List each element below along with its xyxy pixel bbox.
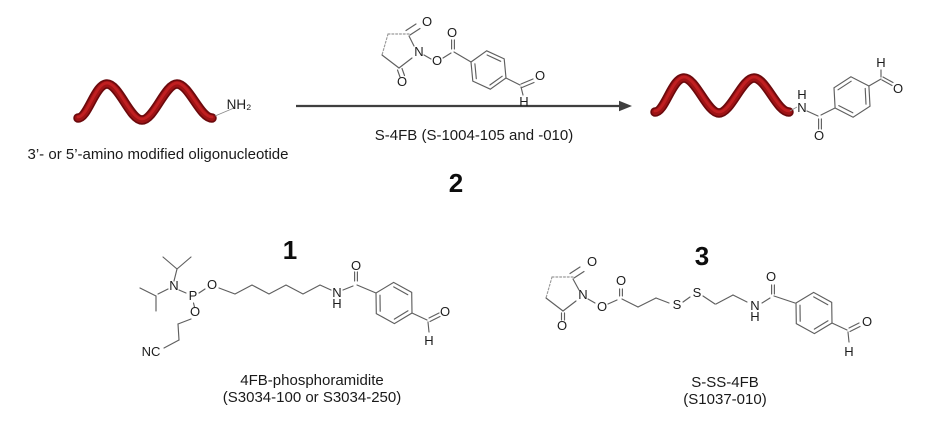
product-carbonyl-oxygen-label: O (814, 128, 824, 143)
product-aldehyde-oxygen-label: O (893, 81, 903, 96)
product-amide-nitrogen-label: N (797, 100, 806, 115)
c3-imide-bottom-oxygen-label: O (557, 318, 567, 333)
compound-3-catalog: (S1037-010) (683, 391, 767, 408)
compound-3-name: S-SS-4FB (691, 374, 759, 391)
c1-carbonyl-oxygen-label: O (351, 258, 361, 273)
compound-1-catalog: (S3034-100 or S3034-250) (222, 389, 402, 406)
c3-imide-nitrogen-label: N (578, 287, 587, 302)
c1-aldehyde-oxygen-label: O (440, 304, 450, 319)
reagent-imide-top-oxygen-label: O (422, 14, 432, 29)
reagent-aldehyde-hydrogen-label: H (519, 94, 528, 109)
c3-aldehyde-oxygen-label: O (862, 314, 872, 329)
product-aldehyde-hydrogen-label: H (876, 55, 885, 70)
reagent-carbonyl-oxygen-label: O (447, 25, 457, 40)
c3-amide-oxygen-label: O (766, 269, 776, 284)
reagent-structure-s4fb: O N O O O O H (381, 14, 545, 109)
c1-nitrile-label: NC (142, 344, 161, 359)
c3-amide-nitrogen-label: N (750, 298, 759, 313)
c3-carbonyl-oxygen-label: O (616, 273, 626, 288)
compound-1-structure: N P O O NC N H O O H (139, 256, 450, 359)
reaction-arrow (296, 100, 632, 112)
c3-imide-top-oxygen-label: O (587, 254, 597, 269)
c1-upper-oxygen-label: O (207, 277, 217, 292)
reagent-aldehyde-oxygen-label: O (535, 68, 545, 83)
reagent-label: S-4FB (S-1004-105 and -010) (374, 127, 574, 144)
c3-ester-oxygen-label: O (597, 299, 607, 314)
c3-aldehyde-hydrogen-label: H (844, 344, 853, 359)
arrowhead-icon (619, 100, 632, 112)
c1-phosphorus-label: P (189, 288, 198, 303)
c1-amide-hydrogen-label: H (332, 296, 341, 311)
compound-3-number: 3 (694, 241, 710, 271)
reagent-ester-oxygen-label: O (432, 53, 442, 68)
reagent-imide-nitrogen-label: N (414, 44, 423, 59)
reactant-caption: 3’- or 5’-amino modified oligonucleotide (27, 146, 289, 163)
compound-3-structure: O N O O O S S N H O O H (545, 254, 872, 359)
compound-1-name: 4FB-phosphoramidite (240, 372, 384, 389)
c1-amine-nitrogen-label: N (169, 278, 178, 293)
amine-group-label: NH₂ (227, 97, 252, 112)
reagent-imide-bottom-oxygen-label: O (397, 74, 407, 89)
c1-amide-nitrogen-label: N (332, 285, 341, 300)
compound-1-number: 1 (282, 235, 298, 265)
product-amide-hydrogen-label: H (797, 87, 806, 102)
c3-amide-hydrogen-label: H (750, 309, 759, 324)
c1-lower-oxygen-label: O (190, 304, 200, 319)
compound-2-number: 2 (448, 168, 464, 198)
c3-sulfur-1-label: S (673, 297, 682, 312)
c3-sulfur-2-label: S (693, 285, 702, 300)
c1-aldehyde-hydrogen-label: H (424, 333, 433, 348)
reactant-oligo-helix: NH₂ (73, 79, 252, 125)
product-structure: H N O H O (650, 55, 903, 143)
